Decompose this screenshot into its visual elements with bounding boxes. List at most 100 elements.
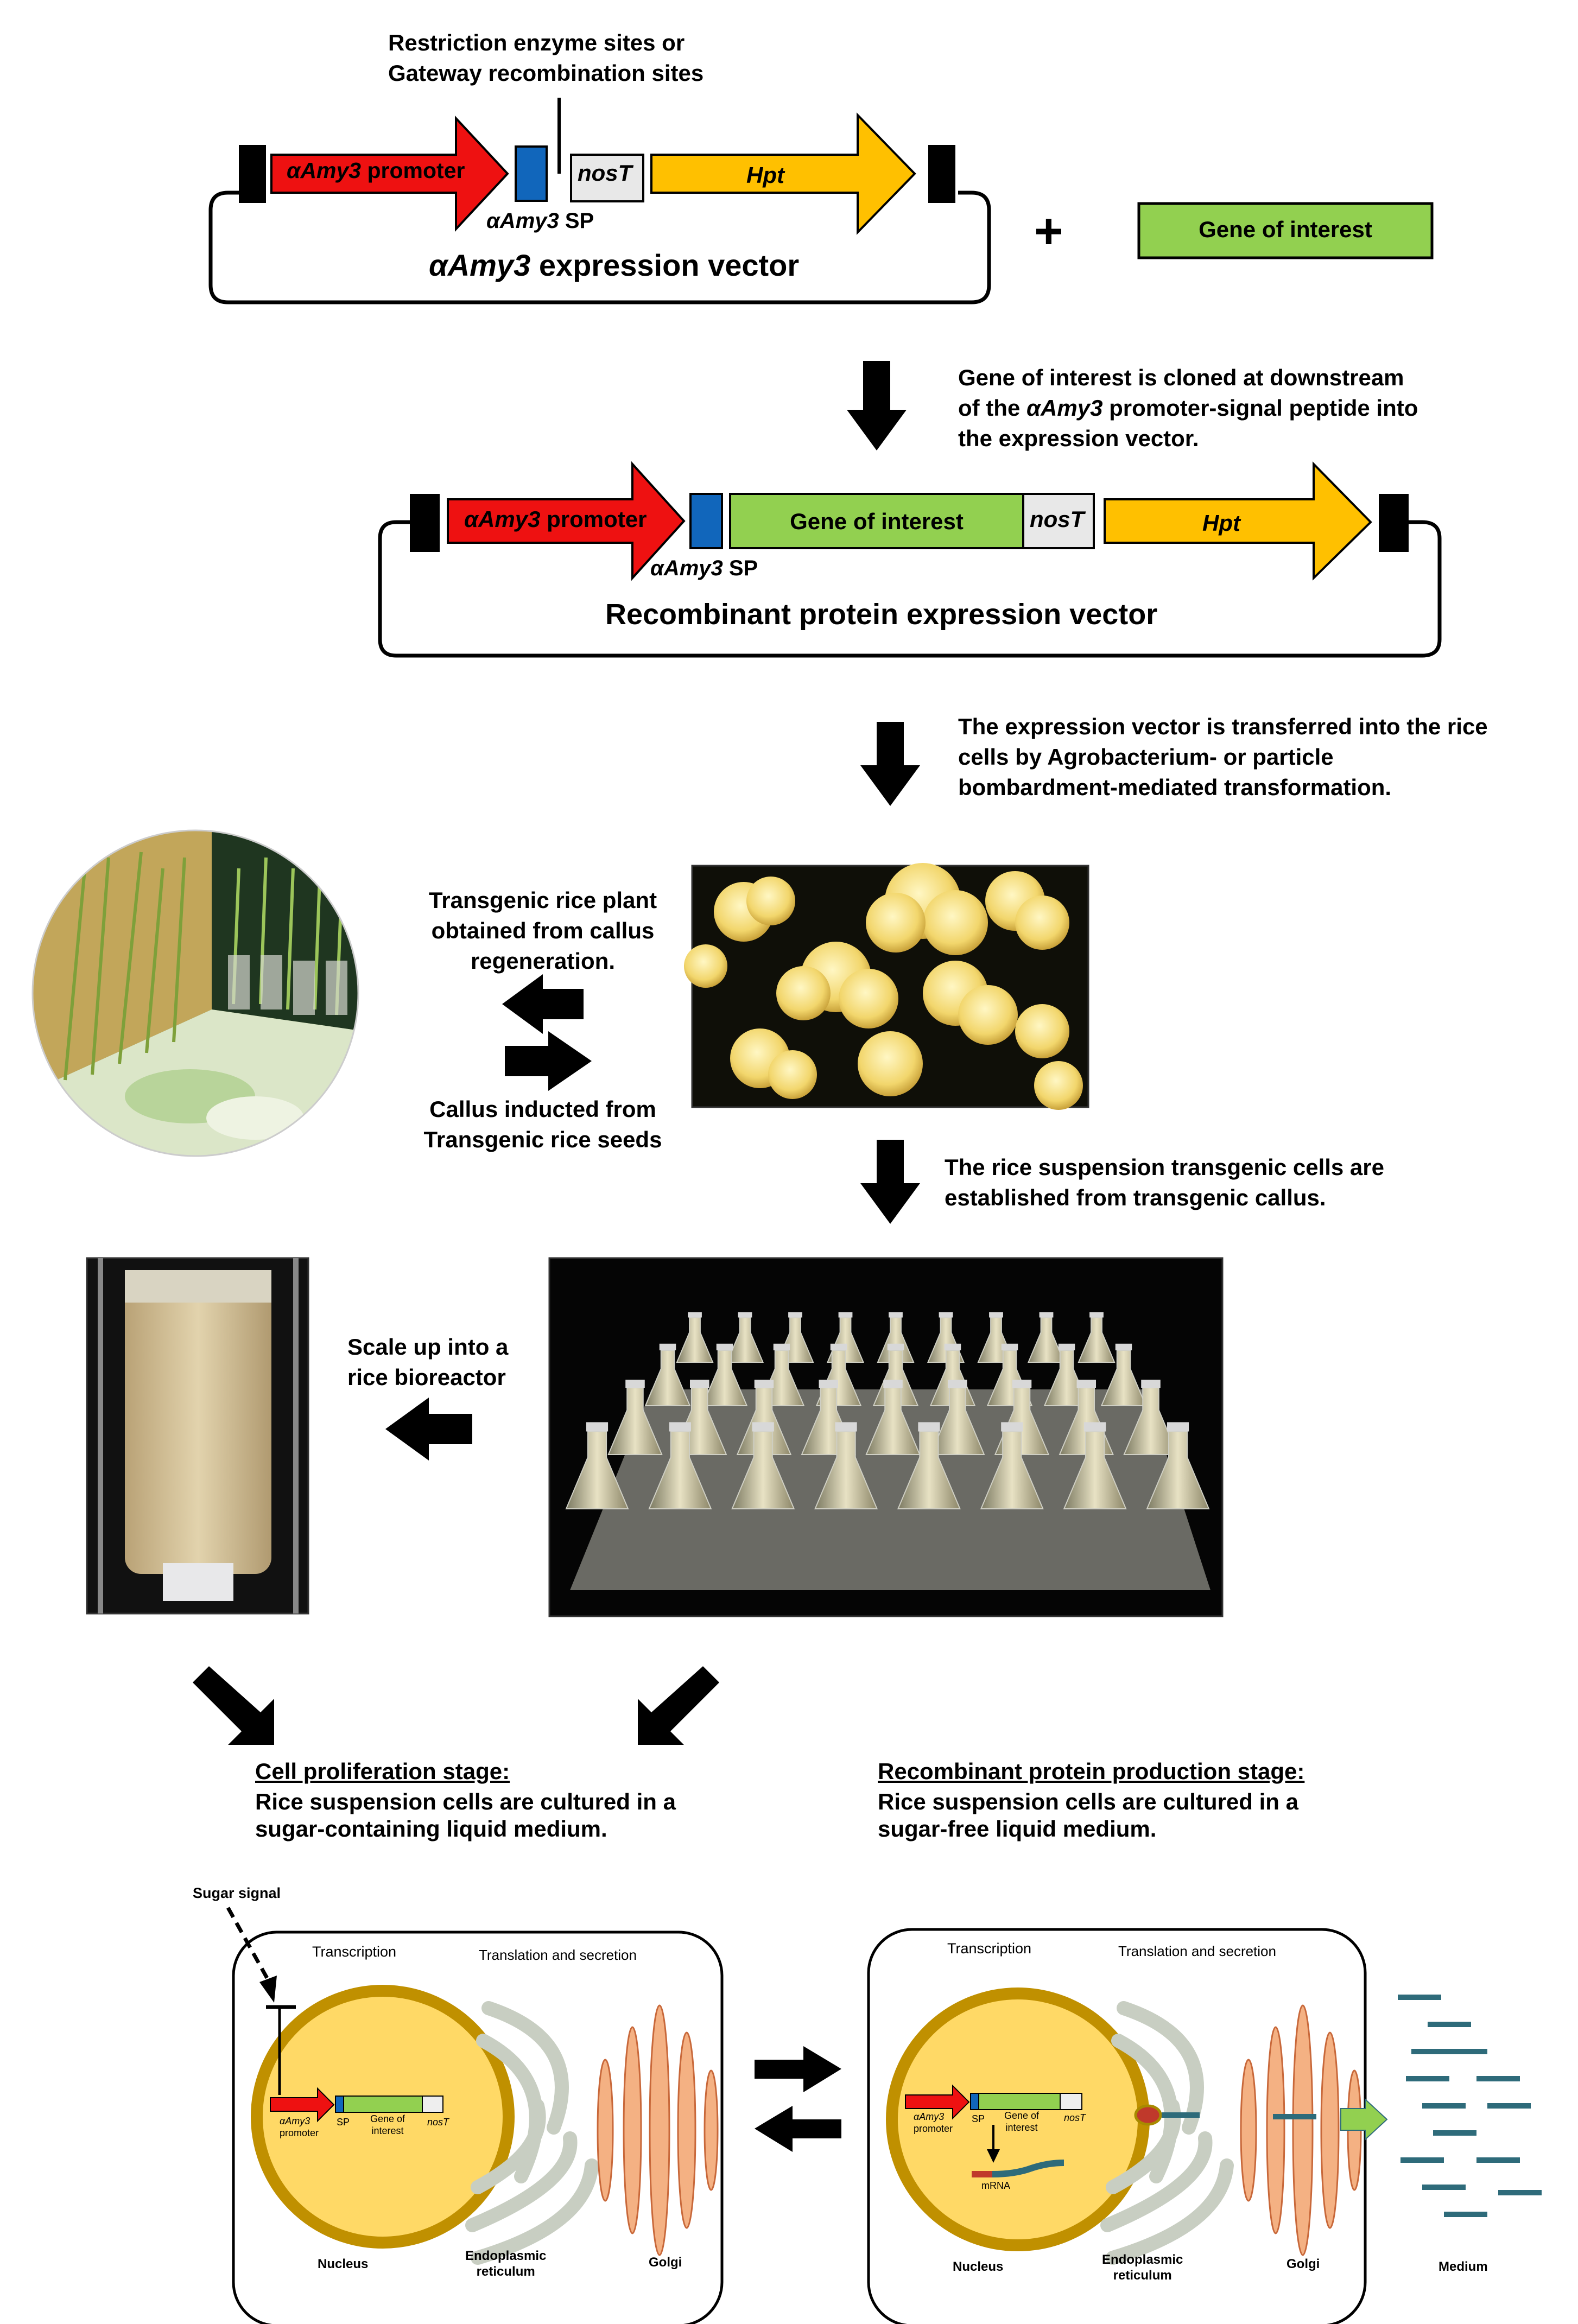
flask-cap: [887, 1343, 904, 1350]
secretion-arrow: [1340, 2098, 1388, 2141]
flask-cap: [944, 1343, 961, 1350]
vector1-signal-peptide: [515, 145, 548, 202]
transcription-arrowhead: [987, 2149, 1000, 2163]
cell-left-nucleus-label: Nucleus: [318, 2257, 369, 2271]
cell-left-er: [465, 2001, 599, 2265]
vector2-backbone: [378, 520, 1442, 658]
cell-right-gene: [978, 2093, 1061, 2110]
vector1-title: αAmy3 expression vector: [429, 248, 800, 282]
regen-line1: Transgenic rice plant: [428, 887, 657, 913]
step2-line2: cells by Agrobacterium- or particle: [958, 744, 1334, 770]
cell-left-terminator-label: nosT: [427, 2117, 449, 2128]
down-arrow-1: [847, 361, 907, 450]
gene-box-label: Gene of interest: [1199, 217, 1372, 242]
stage-left-line2: sugar-containing liquid medium.: [255, 1816, 607, 1842]
regen-line2: obtained from callus: [431, 918, 655, 943]
medium-label: Medium: [1438, 2259, 1488, 2274]
flask-cap: [688, 1312, 702, 1318]
cell-right-sp: [970, 2093, 979, 2110]
flask-cap: [669, 1422, 691, 1432]
flask-cap: [754, 1380, 774, 1388]
sugar-signal-label: Sugar signal: [193, 1885, 281, 1901]
cell-left-gene: [343, 2096, 423, 2113]
vector2-signal-peptide: [689, 493, 723, 549]
step1-line2: of the αAmy3 promoter-signal peptide int…: [958, 395, 1418, 421]
flask-cap: [819, 1380, 839, 1388]
vector1-terminator: [570, 154, 644, 202]
flask-cap: [586, 1422, 609, 1432]
alpha-amy3-expression-vector: [208, 98, 991, 304]
flask-cap: [947, 1380, 967, 1388]
flask-cap: [1084, 1422, 1106, 1432]
gene-of-interest-box: [1137, 202, 1434, 259]
vector1-terminator-label: nosT: [578, 160, 632, 186]
ribosome: [1134, 2104, 1162, 2126]
diagonal-arrow-left: [193, 1666, 274, 1745]
flask-cap: [1141, 1380, 1161, 1388]
cell-left-transcription: Transcription: [312, 1944, 397, 1960]
vector1-promoter-arrow: [270, 115, 509, 232]
cell-right-translation: Translation and secretion: [1118, 1943, 1276, 1959]
scaleup-line1: Scale up into a: [347, 1334, 509, 1360]
vector2-marker-label: Hpt: [1202, 510, 1240, 536]
cell-left-terminator: [422, 2096, 443, 2113]
regen-line3: regeneration.: [470, 948, 616, 974]
flask-cap: [752, 1422, 774, 1432]
step3-line2: established from transgenic callus.: [945, 1185, 1326, 1210]
vector1-marker-arrow: [650, 112, 916, 235]
flask-cap: [1089, 1312, 1104, 1318]
vector2-left-border: [410, 494, 440, 552]
vector2-title: Recombinant protein expression vector: [605, 598, 1158, 631]
secreted-proteins: [1398, 1995, 1542, 2217]
flask-cap: [716, 1343, 733, 1350]
vector2-sp-label: αAmy3 SP: [650, 556, 758, 580]
mrna-sp-segment: [972, 2171, 993, 2177]
vector2-promoter-arrow: [447, 461, 686, 581]
diagonal-arrow-right: [638, 1666, 719, 1745]
vector2-terminator-label: nosT: [1030, 506, 1085, 532]
vector1-sp-label: αAmy3 SP: [486, 209, 594, 233]
down-arrow-3: [860, 1140, 920, 1224]
arrow-left-regeneration: [502, 974, 584, 1034]
callus-line1: Callus inducted from: [429, 1096, 656, 1122]
flask-cap: [1001, 1422, 1023, 1432]
step1-line1: Gene of interest is cloned at downstream: [958, 365, 1404, 390]
flask-cap: [738, 1312, 752, 1318]
cell-right-golgi-label: Golgi: [1287, 2257, 1320, 2271]
flask-cap: [1058, 1343, 1075, 1350]
stage-right-line1: Rice suspension cells are cultured in a: [878, 1789, 1298, 1814]
flask-cap: [788, 1312, 802, 1318]
protein-production-diagram: [867, 1928, 1542, 2324]
vector1-promoter-label: αAmy3 promoter: [287, 158, 465, 183]
cell-left-promoter: [270, 2087, 335, 2123]
stage-left-title: Cell proliferation stage:: [255, 1758, 510, 1784]
vector2-gene-of-interest: [729, 493, 1024, 549]
flask-cap: [1115, 1343, 1132, 1350]
rice-bioreactor-photo: [86, 1257, 309, 1615]
scaleup-line2: rice bioreactor: [347, 1364, 506, 1390]
sugar-signal-arrowhead: [259, 1976, 277, 2003]
flask-cap: [883, 1380, 903, 1388]
step2-line1: The expression vector is transferred int…: [958, 714, 1488, 739]
cell-left-sp-label: SP: [337, 2117, 350, 2128]
flask-cap: [889, 1312, 903, 1318]
cloning-sites-label-line1: Restriction enzyme sites or: [388, 30, 685, 55]
vector1-backbone: [208, 191, 991, 304]
flask-cap: [625, 1380, 645, 1388]
flask-cap: [838, 1312, 853, 1318]
step2-line3: bombardment-mediated transformation.: [958, 774, 1392, 800]
arrow-left-scaleup: [385, 1398, 472, 1461]
flask-cap: [989, 1312, 1003, 1318]
vector2-gene-label: Gene of interest: [790, 509, 964, 534]
vector1-marker-label: Hpt: [746, 162, 784, 188]
flask-cap: [1001, 1343, 1018, 1350]
exchange-arrow-right: [755, 2046, 841, 2092]
cell-left-sp: [335, 2096, 344, 2113]
sugar-signal-arrow: [226, 1907, 271, 1982]
